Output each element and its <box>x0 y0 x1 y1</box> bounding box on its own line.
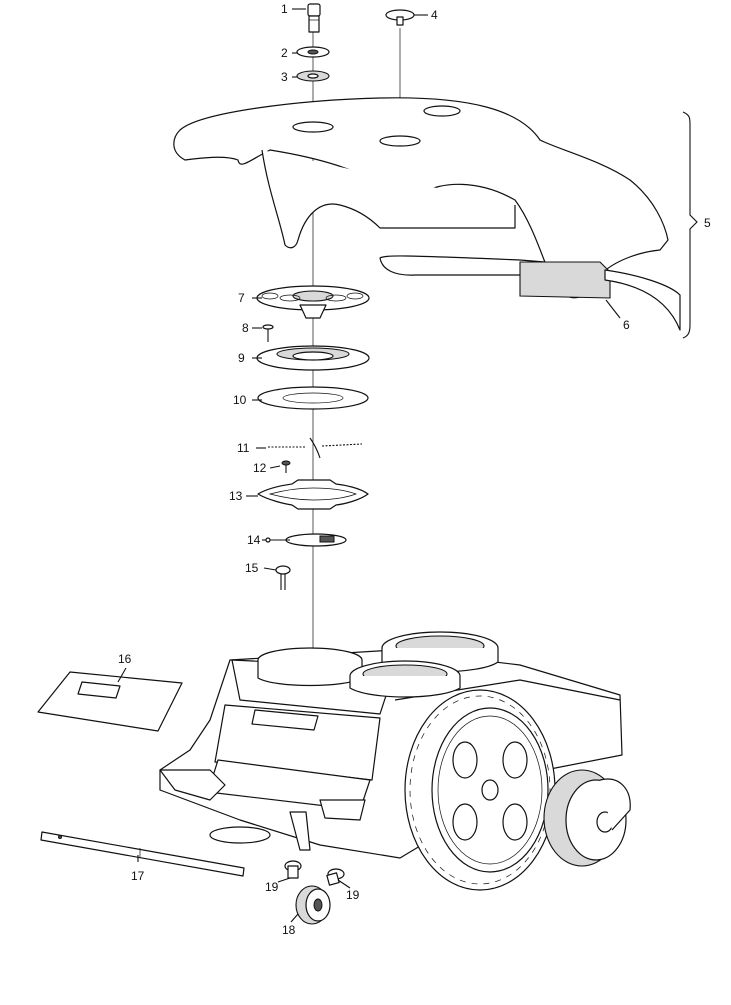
part-gasket <box>257 386 369 410</box>
part-bushing-b <box>326 868 345 886</box>
part-screw <box>262 324 274 342</box>
callout-1: 1 <box>281 2 288 16</box>
part-gear <box>295 885 331 925</box>
callout-5: 5 <box>704 216 711 230</box>
callout-6: 6 <box>623 318 630 332</box>
callout-8: 8 <box>242 321 249 335</box>
callout-19a: 19 <box>265 880 279 894</box>
part-latch-pin <box>275 565 291 590</box>
callout-18: 18 <box>282 923 296 937</box>
part-clip-ring <box>265 533 347 547</box>
callout-11: 11 <box>237 441 250 455</box>
part-washer <box>296 46 330 58</box>
callout-15: 15 <box>245 561 259 575</box>
part-top-cover <box>173 97 681 331</box>
callout-14: 14 <box>247 533 261 547</box>
part-drive-wheel <box>404 689 556 891</box>
callout-19b: 19 <box>346 888 360 902</box>
part-spring <box>268 437 363 459</box>
callout-12: 12 <box>253 461 267 475</box>
callout-4: 4 <box>431 8 438 22</box>
part-rear-roller <box>543 769 631 867</box>
leader-lines <box>117 8 621 923</box>
part-small-screw <box>281 460 291 473</box>
part-shaft <box>40 831 245 877</box>
part-knob <box>307 3 321 33</box>
callout-2: 2 <box>281 46 288 60</box>
part-frame-plate <box>257 479 369 510</box>
part-label-sticker <box>37 671 183 732</box>
callout-7: 7 <box>238 291 245 305</box>
callout-13: 13 <box>229 489 243 503</box>
part-ring-plate <box>256 345 370 371</box>
callout-17: 17 <box>131 869 145 883</box>
callout-16: 16 <box>118 652 132 666</box>
group-bracket <box>682 111 698 339</box>
part-button <box>385 9 415 26</box>
part-bushing-a <box>284 860 302 879</box>
part-hub-plate <box>256 285 370 319</box>
callout-3: 3 <box>281 70 288 84</box>
callout-10: 10 <box>233 393 247 407</box>
part-lock-washer <box>296 70 330 82</box>
callout-9: 9 <box>238 351 245 365</box>
